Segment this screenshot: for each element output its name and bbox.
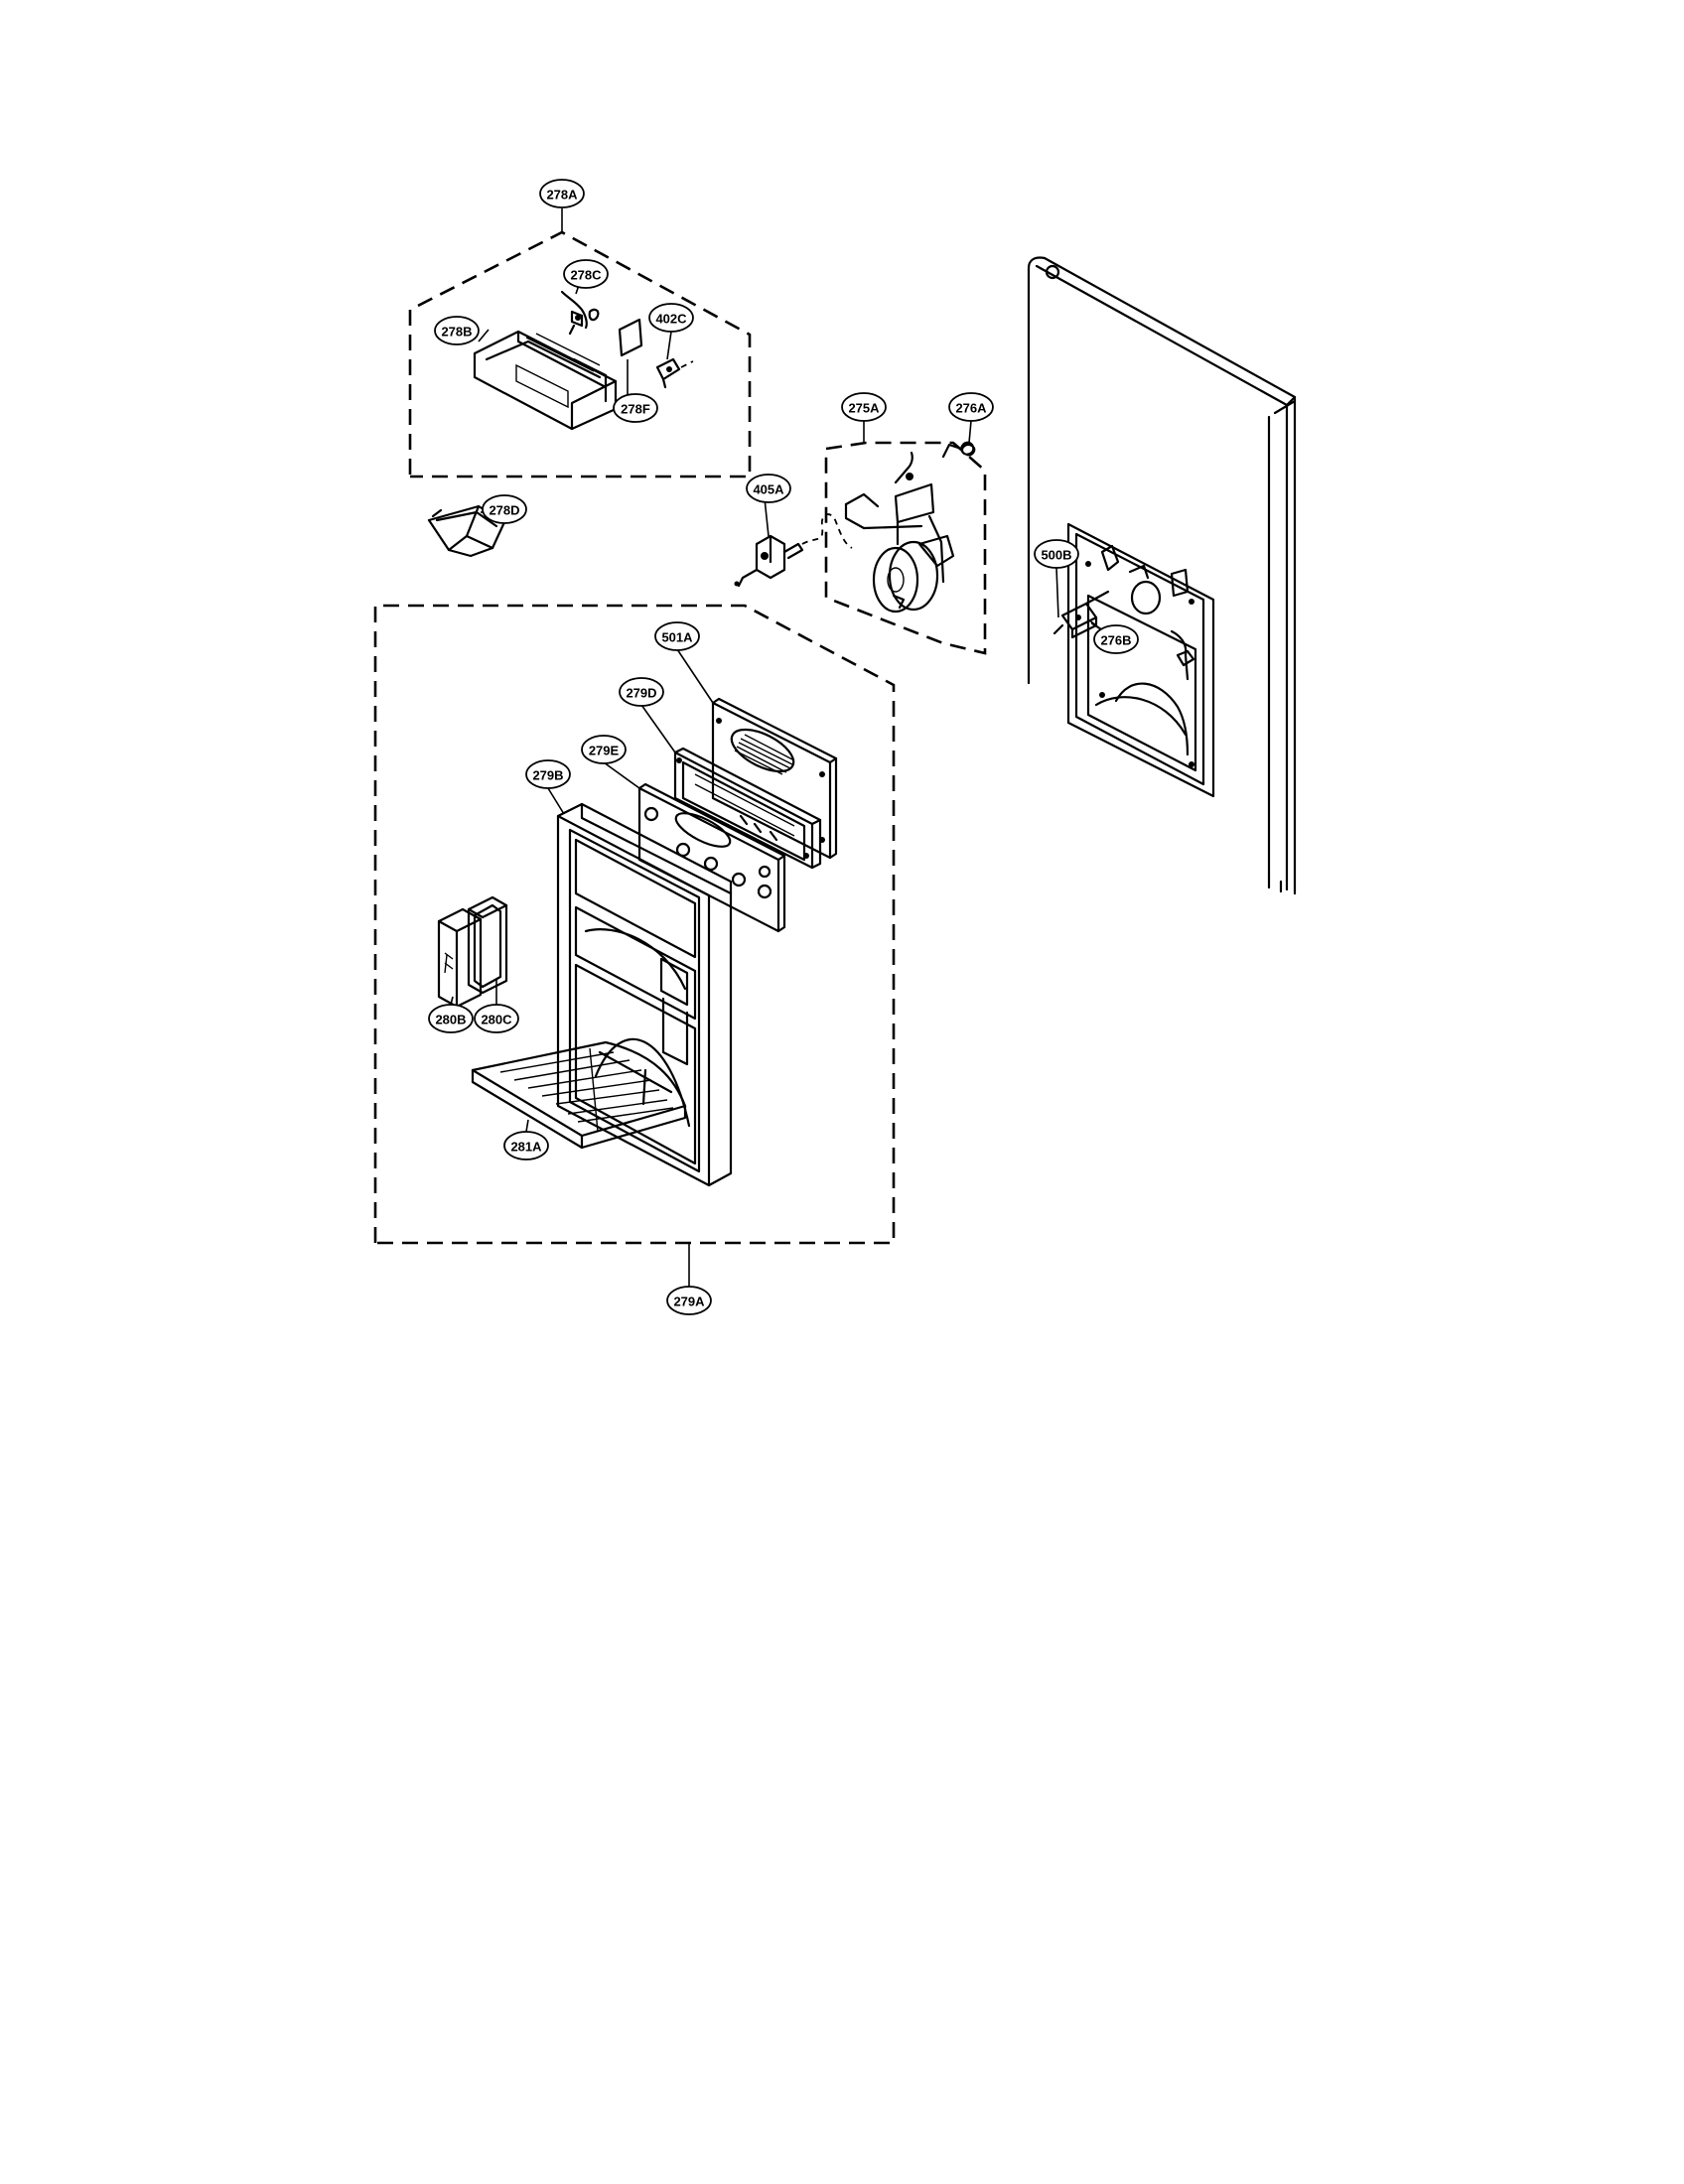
label-278A: 278A [539,179,585,208]
svg-text:276A: 276A [955,401,987,416]
label-275A: 275A [841,392,887,422]
label-279D: 279D [619,677,664,707]
label-278D: 278D [482,494,527,524]
svg-text:279B: 279B [532,768,563,783]
label-279B: 279B [525,759,571,789]
part-278D-chute [427,504,506,558]
svg-text:500B: 500B [1041,548,1071,563]
svg-text:501A: 501A [661,630,693,645]
part-280C-button-frame [467,895,508,995]
assembly-278A-boundary [408,208,752,478]
part-278B-housing [473,330,618,431]
svg-text:279A: 279A [673,1295,705,1309]
part-275A-motor [844,451,955,614]
svg-text:405A: 405A [753,482,784,497]
part-402C-switch [618,318,694,389]
label-278B: 278B [434,316,480,345]
leader-lines [450,275,1097,1133]
svg-text:280C: 280C [481,1013,512,1027]
label-405A: 405A [746,474,791,503]
svg-text:278F: 278F [621,402,650,417]
part-281A-drip-tray [471,1040,687,1150]
part-279D-frame [673,747,822,870]
svg-text:278A: 278A [546,188,578,203]
door-dispenser-housing [1066,522,1215,798]
label-278F: 278F [613,393,658,423]
assembly-279A-boundary [373,604,896,1287]
label-281A: 281A [503,1131,549,1160]
part-280B-button [437,907,483,1009]
label-279A: 279A [666,1286,712,1315]
part-279B-cover [556,802,733,1187]
label-501A: 501A [654,621,700,651]
svg-text:278B: 278B [441,325,472,340]
label-280B: 280B [428,1004,474,1033]
part-276A-spring [941,420,976,459]
svg-text:276B: 276B [1100,633,1131,648]
label-402C: 402C [648,303,694,333]
label-280C: 280C [474,1004,519,1033]
svg-text:275A: 275A [848,401,880,416]
svg-text:280B: 280B [435,1013,466,1027]
svg-text:279D: 279D [626,686,656,701]
svg-text:278C: 278C [570,268,602,283]
label-276A: 276A [948,392,994,422]
part-501A-pcb [711,697,838,860]
svg-text:278D: 278D [489,503,519,518]
door-panel [1027,256,1297,895]
part-405A-valve [734,513,853,588]
label-500B: 500B [1034,539,1079,569]
svg-text:402C: 402C [655,312,687,327]
svg-text:281A: 281A [510,1140,542,1155]
part-276B-switch [1052,590,1110,639]
assembly-275A-boundary [824,421,987,655]
part-279E-overlay [637,782,786,933]
label-276B: 276B [1093,624,1139,654]
label-279E: 279E [581,735,627,764]
part-278C-spring [560,290,600,336]
svg-text:279E: 279E [589,744,620,758]
label-278C: 278C [563,259,609,289]
